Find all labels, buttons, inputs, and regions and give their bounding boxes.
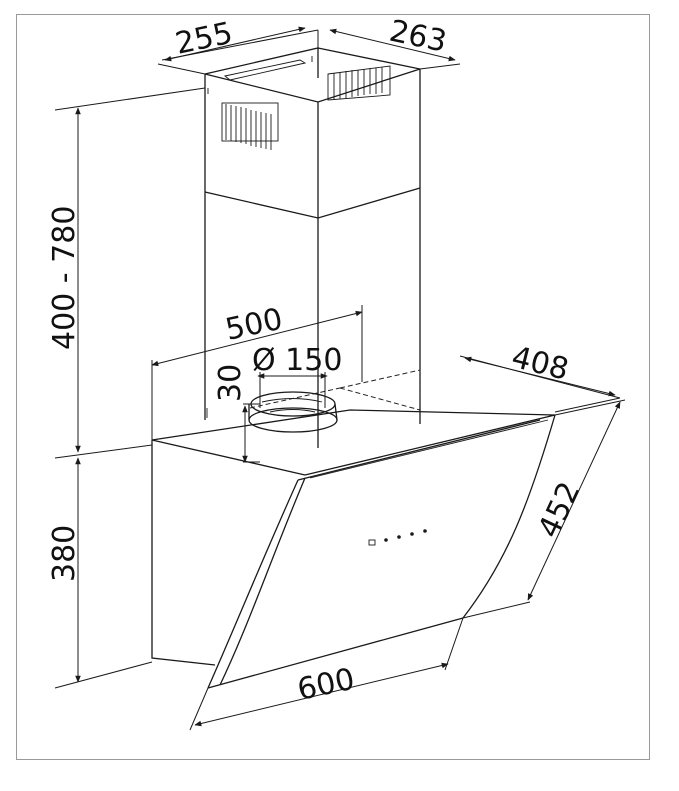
label-depth: 408 xyxy=(508,340,572,388)
hood-body xyxy=(151,368,556,689)
glass-panel xyxy=(207,414,556,689)
diagram-frame xyxy=(16,14,650,760)
label-collar-height: 30 xyxy=(213,364,248,402)
label-glass-length: 452 xyxy=(532,477,588,544)
label-chimney-height: 400 - 780 xyxy=(47,206,82,350)
chimney-vent-right xyxy=(327,65,391,101)
dimension-labels: 255 263 400 - 780 380 500 Ø 150 30 408 4… xyxy=(47,14,587,708)
label-body-height: 380 xyxy=(47,525,82,582)
label-duct-offset: 500 xyxy=(222,302,285,348)
dimension-lines xyxy=(54,26,626,731)
chimney-vent-left xyxy=(221,102,279,150)
chimney-upper xyxy=(204,47,421,219)
label-duct-diameter: Ø 150 xyxy=(252,343,342,378)
control-buttons xyxy=(368,529,427,546)
label-chimney-width: 255 xyxy=(172,16,235,62)
label-width: 600 xyxy=(294,662,357,708)
label-chimney-depth: 263 xyxy=(386,14,449,60)
